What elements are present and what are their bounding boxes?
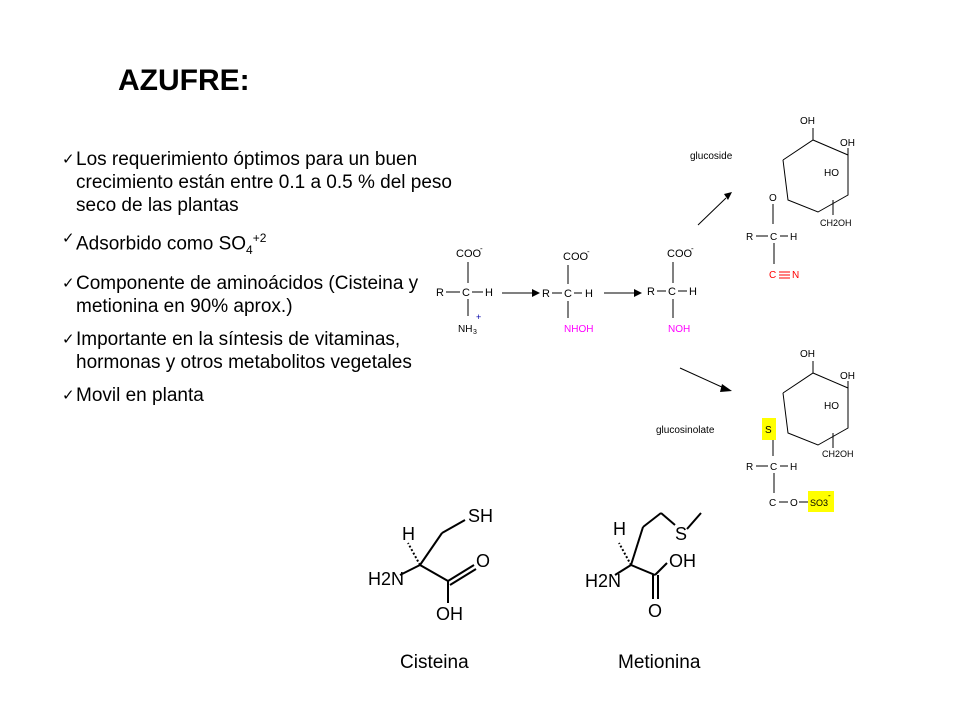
bullet-text: Adsorbido como SO: [76, 233, 247, 255]
svg-text:S: S: [765, 425, 772, 436]
svg-text:OH: OH: [436, 604, 463, 624]
svg-text:H: H: [613, 519, 626, 539]
svg-text:OH: OH: [800, 349, 815, 360]
checkmark-icon: ✓: [62, 230, 75, 247]
svg-text:H: H: [585, 288, 593, 300]
glucoside-structure: OH OH HO CH2OH O R C H C N: [746, 116, 855, 281]
svg-text:S: S: [675, 524, 687, 544]
glucosinolate-label: glucosinolate: [656, 425, 715, 436]
checkmark-icon: ✓: [62, 331, 75, 349]
svg-text:C: C: [769, 498, 776, 509]
svg-text:HO: HO: [824, 401, 839, 412]
bullet-list: ✓ Los requerimiento óptimos para un buen…: [62, 148, 454, 417]
superscript: +2: [252, 231, 267, 245]
svg-text:HO: HO: [824, 168, 839, 179]
checkmark-icon: ✓: [62, 387, 75, 405]
methionine-caption: Metionina: [618, 652, 701, 673]
bullet-text: Los requerimiento óptimos para un buen c…: [76, 149, 453, 216]
hydroxylamine-structure: COO- R C H NHOH: [542, 247, 593, 335]
bullet-text: Importante en la síntesis de vitaminas, …: [76, 329, 412, 374]
svg-text:R: R: [746, 232, 753, 243]
bullet-item: ✓ Componente de aminoácidos (Cisteina y …: [62, 272, 454, 318]
checkmark-icon: ✓: [62, 151, 75, 168]
svg-text:R: R: [436, 287, 444, 299]
svg-text:-: -: [587, 247, 590, 256]
svg-text:-: -: [480, 244, 483, 253]
svg-text:H2N: H2N: [368, 569, 404, 589]
svg-text:CH2OH: CH2OH: [822, 449, 854, 459]
bullet-text: Componente de aminoácidos (Cisteina y me…: [76, 273, 419, 318]
svg-text:SH: SH: [468, 506, 493, 526]
svg-text:+: +: [476, 312, 481, 322]
svg-text:R: R: [647, 286, 655, 298]
checkmark-icon: ✓: [62, 275, 75, 293]
svg-text:C: C: [564, 288, 572, 300]
svg-text:OH: OH: [800, 116, 815, 127]
svg-text:SO3: SO3: [810, 498, 828, 508]
cysteine-structure: SH H H2N O OH: [368, 506, 493, 624]
svg-text:H2N: H2N: [585, 571, 621, 591]
svg-text:NOH: NOH: [668, 324, 690, 335]
svg-text:-: -: [828, 491, 831, 500]
svg-text:C: C: [769, 270, 776, 281]
svg-text:H: H: [689, 286, 697, 298]
bullet-item: ✓ Adsorbido como SO4+2: [62, 227, 454, 262]
svg-text:3: 3: [473, 329, 477, 336]
svg-text:NHOH: NHOH: [564, 324, 593, 335]
svg-text:O: O: [790, 498, 798, 509]
svg-text:R: R: [542, 288, 550, 300]
svg-text:OH: OH: [669, 551, 696, 571]
svg-text:C: C: [770, 232, 777, 243]
svg-text:-: -: [691, 244, 694, 253]
bullet-item: ✓ Movil en planta: [62, 384, 454, 407]
svg-text:H: H: [790, 462, 797, 473]
oxime-structure: COO- R C H NOH: [647, 244, 697, 335]
svg-text:R: R: [746, 462, 753, 473]
methionine-structure: S H H2N OH O: [585, 512, 702, 621]
svg-text:O: O: [769, 193, 777, 204]
glucosinolate-structure: OH OH HO CH2OH S R C H C O SO3 -: [746, 349, 855, 512]
svg-text:N: N: [792, 270, 799, 281]
svg-text:C: C: [668, 286, 676, 298]
slide-title: AZUFRE:: [118, 64, 250, 97]
svg-text:COO: COO: [563, 251, 589, 263]
bullet-text: Movil en planta: [76, 385, 204, 407]
subscript: 4: [246, 243, 253, 258]
glucoside-label: glucoside: [690, 151, 733, 162]
svg-text:C: C: [462, 287, 470, 299]
svg-text:H: H: [790, 232, 797, 243]
svg-text:OH: OH: [840, 371, 855, 382]
svg-text:COO: COO: [456, 248, 482, 260]
svg-text:CH2OH: CH2OH: [820, 218, 852, 228]
bullet-item: ✓ Los requerimiento óptimos para un buen…: [62, 148, 454, 217]
svg-text:O: O: [476, 551, 490, 571]
svg-text:OH: OH: [840, 138, 855, 149]
svg-text:COO: COO: [667, 248, 693, 260]
bullet-item: ✓ Importante en la síntesis de vitaminas…: [62, 328, 454, 374]
svg-text:O: O: [648, 601, 662, 621]
svg-text:NH: NH: [458, 324, 472, 335]
svg-text:H: H: [485, 287, 493, 299]
svg-text:H: H: [402, 524, 415, 544]
cysteine-caption: Cisteina: [400, 652, 469, 673]
svg-text:C: C: [770, 462, 777, 473]
